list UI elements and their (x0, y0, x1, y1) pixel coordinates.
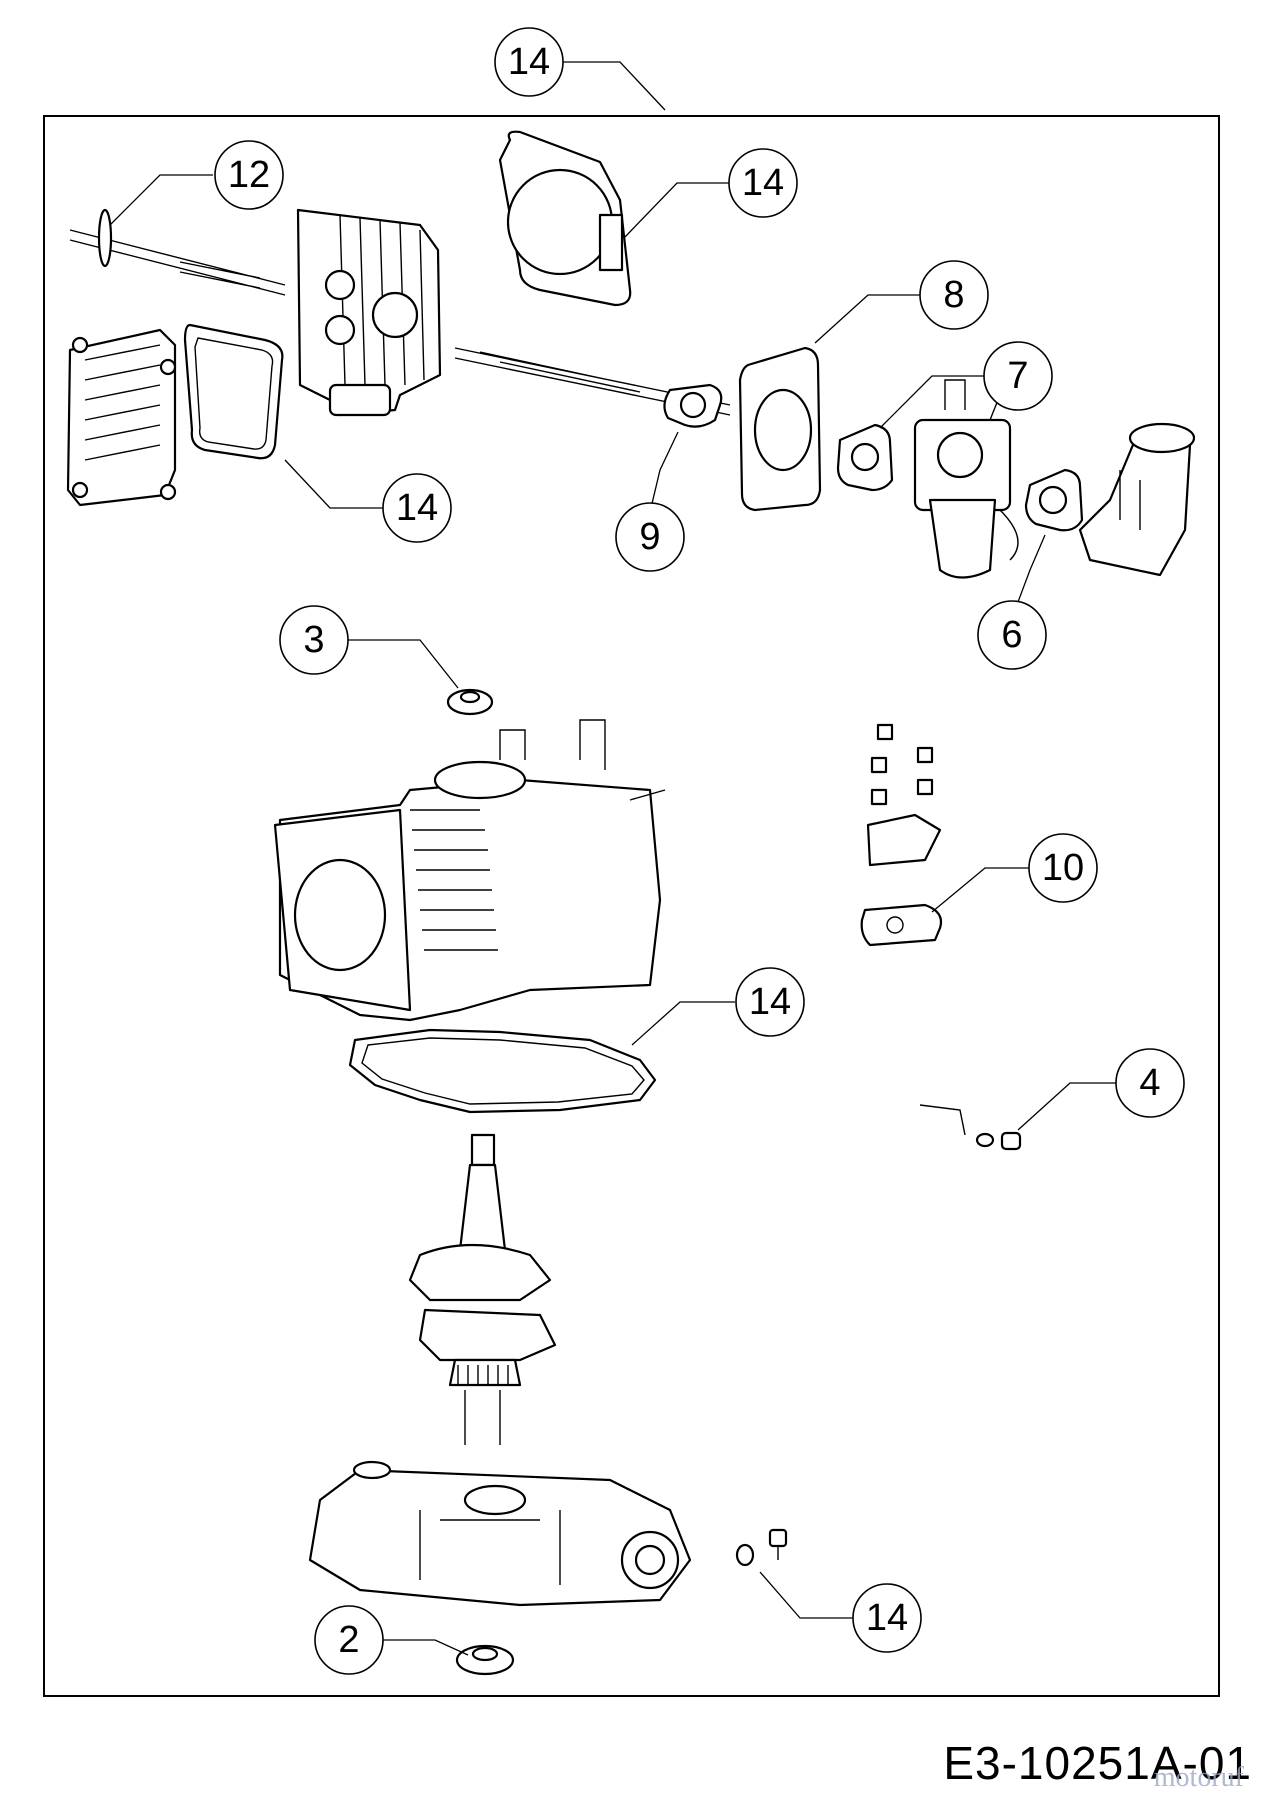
callout-label: 9 (639, 516, 660, 558)
callout-label: 14 (508, 41, 550, 83)
callout-2[interactable]: 2 (314, 1605, 384, 1675)
plate-bolts-part[interactable] (870, 723, 934, 806)
governor-shaft-part[interactable] (919, 1104, 1022, 1151)
crankshaft-part[interactable] (408, 1133, 557, 1445)
air-intake-elbow-part[interactable] (1078, 422, 1196, 577)
callout-label: 14 (749, 981, 791, 1023)
callout-label: 14 (742, 162, 784, 204)
callout-3[interactable]: 3 (279, 605, 349, 675)
callout-label: 14 (396, 487, 438, 529)
valve-stems-part (69, 229, 286, 296)
drain-bolt-part[interactable] (735, 1528, 788, 1567)
lower-seal-part[interactable] (455, 1644, 515, 1676)
valve-cover-gasket-part[interactable] (183, 323, 284, 460)
callout-label: 14 (866, 1597, 908, 1639)
oil-seal-part[interactable] (446, 688, 494, 716)
callout-14-gasket[interactable]: 14 (728, 148, 798, 218)
callout-14-cover[interactable]: 14 (382, 473, 452, 543)
callout-14-crank[interactable]: 14 (735, 967, 805, 1037)
crankcase-cover-part[interactable] (308, 1460, 692, 1607)
insulator-plate-part[interactable] (738, 346, 822, 512)
callout-12[interactable]: 12 (214, 140, 284, 210)
head-gasket-part[interactable] (498, 130, 632, 307)
callout-label: 3 (303, 619, 324, 661)
carburetor-part[interactable] (913, 379, 1019, 579)
leader-lines (109, 61, 1123, 1656)
callout-7[interactable]: 7 (983, 341, 1053, 411)
drawing-code: E3-10251A-01 (943, 1737, 1252, 1789)
callout-label: 2 (338, 1619, 359, 1661)
callout-14-top[interactable]: 14 (494, 27, 564, 97)
callout-label: 12 (228, 154, 270, 196)
callout-8[interactable]: 8 (919, 260, 989, 330)
callout-label: 7 (1007, 355, 1028, 397)
watermark-logo: motoruf (1153, 1762, 1244, 1793)
crankcase-gasket-part[interactable] (348, 1028, 657, 1114)
callout-14-bolt[interactable]: 14 (852, 1583, 922, 1653)
callout-9[interactable]: 9 (615, 502, 685, 572)
engine-block-part[interactable] (273, 719, 666, 1022)
callout-label: 4 (1139, 1062, 1160, 1104)
assembly-frame (43, 115, 1220, 1697)
callout-label: 10 (1042, 847, 1084, 889)
valve-cover-part[interactable] (66, 328, 177, 507)
callout-10[interactable]: 10 (1028, 833, 1098, 903)
pushrods-part (454, 347, 731, 416)
breather-plate-part[interactable] (860, 813, 943, 947)
callout-4[interactable]: 4 (1115, 1048, 1185, 1118)
callout-label: 6 (1001, 614, 1022, 656)
callout-label: 8 (943, 274, 964, 316)
cylinder-head-part[interactable] (296, 208, 442, 417)
valve-keeper-part[interactable] (97, 208, 113, 268)
callout-6[interactable]: 6 (977, 600, 1047, 670)
